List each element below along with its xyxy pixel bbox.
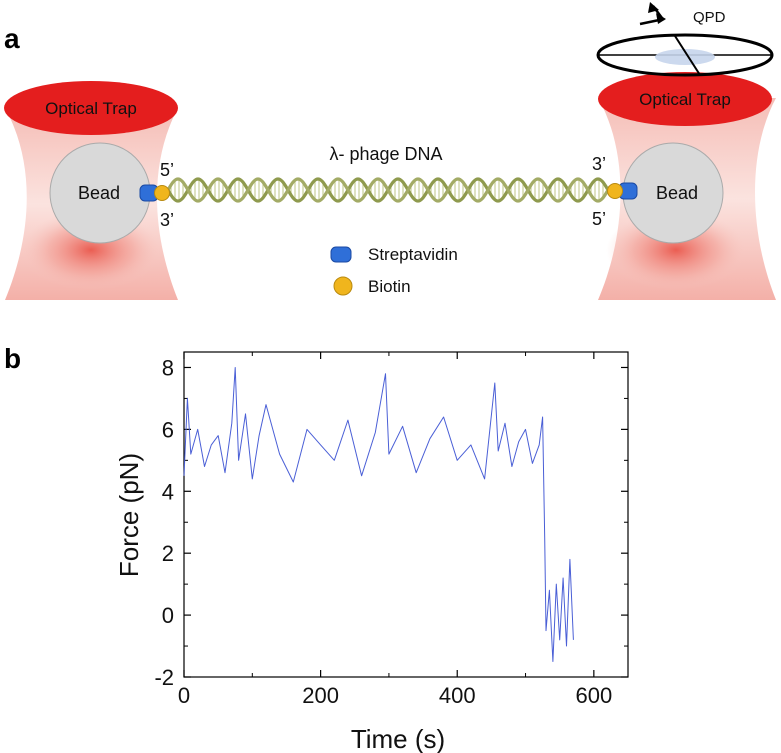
x-tick-label: 600 — [575, 683, 612, 708]
right-top-end-label: 3’ — [592, 154, 606, 174]
legend-biotin-icon — [333, 276, 353, 296]
right-optical-trap: Optical Trap Bead — [598, 72, 776, 300]
legend-biotin-label: Biotin — [368, 277, 411, 296]
panel-a-label: a — [4, 23, 20, 54]
right-trap-label: Optical Trap — [639, 90, 731, 109]
left-trap-lens — [4, 81, 178, 135]
dna-label: λ- phage DNA — [329, 144, 442, 164]
qpd-label: QPD — [693, 9, 726, 26]
y-tick-label: 2 — [162, 541, 174, 566]
legend: Streptavidin Biotin — [330, 245, 458, 296]
force-trace — [183, 367, 574, 662]
y-tick-label: 8 — [162, 355, 174, 380]
right-bottom-end-label: 5’ — [592, 209, 606, 229]
dna-strand-2 — [166, 177, 612, 203]
y-tick-label: 6 — [162, 417, 174, 442]
left-trap-label: Optical Trap — [45, 99, 137, 118]
qpd-detector: QPD — [596, 2, 774, 77]
right-biotin-icon — [607, 183, 623, 199]
right-trap-lens — [598, 72, 772, 126]
plot-frame — [183, 351, 629, 678]
right-linker — [607, 182, 638, 200]
left-optical-trap: Optical Trap Bead — [4, 81, 178, 300]
y-tick-label: -2 — [154, 665, 174, 690]
dna-helix — [166, 177, 612, 203]
left-linker — [139, 184, 170, 202]
y-tick-label: 0 — [162, 603, 174, 628]
x-tick-label: 0 — [178, 683, 190, 708]
qpd-beam-spot — [655, 49, 715, 65]
panel-b-label: b — [4, 343, 21, 374]
y-axis-title: Force (pN) — [114, 453, 144, 577]
right-bead-label: Bead — [656, 183, 698, 203]
dna-strand-1 — [166, 177, 612, 203]
x-tick-label: 400 — [439, 683, 476, 708]
left-bottom-end-label: 3’ — [160, 210, 174, 230]
x-axis-title: Time (s) — [351, 724, 445, 753]
x-tick-label: 200 — [302, 683, 339, 708]
left-biotin-icon — [154, 185, 170, 201]
y-axis: -2 0 2 4 6 8 — [154, 355, 628, 690]
left-bead-label: Bead — [78, 183, 120, 203]
x-axis: 0 200 400 600 — [178, 352, 612, 708]
legend-streptavidin-icon — [330, 246, 352, 263]
qpd-arrowhead-up — [648, 2, 659, 13]
legend-streptavidin-label: Streptavidin — [368, 245, 458, 264]
left-top-end-label: 5’ — [160, 160, 174, 180]
y-tick-label: 4 — [162, 479, 174, 504]
qpd-divider-diagonal — [674, 35, 701, 76]
